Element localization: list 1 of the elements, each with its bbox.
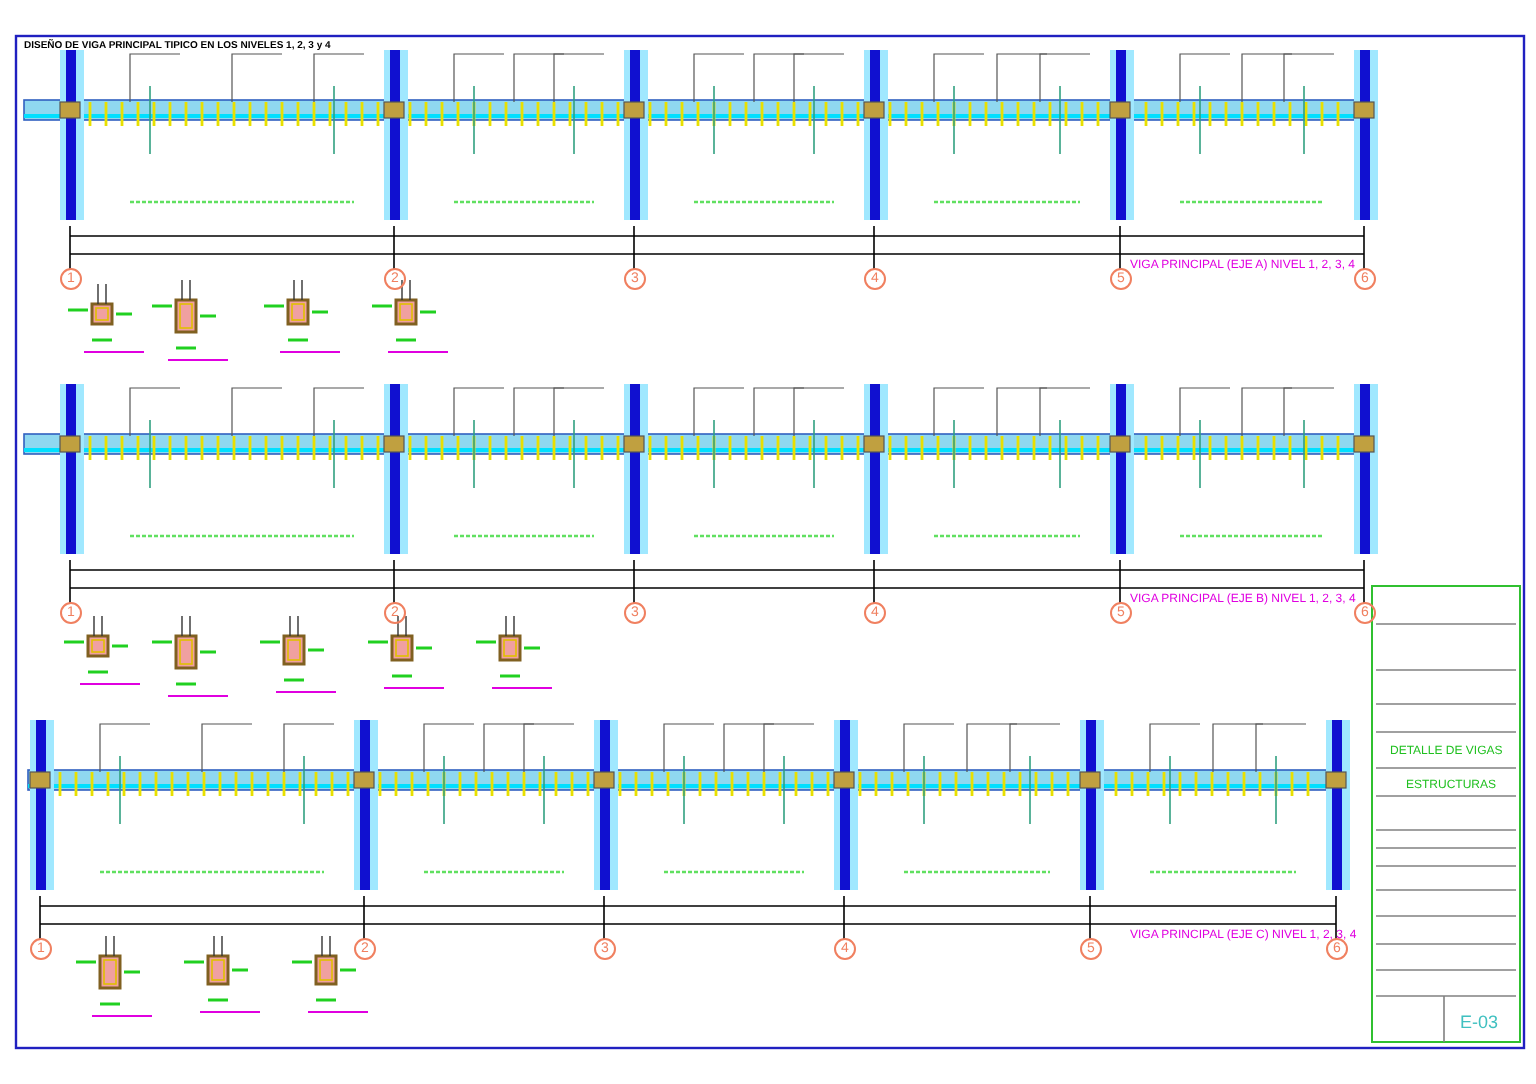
sheet-number: E-03 [1460,1012,1499,1032]
